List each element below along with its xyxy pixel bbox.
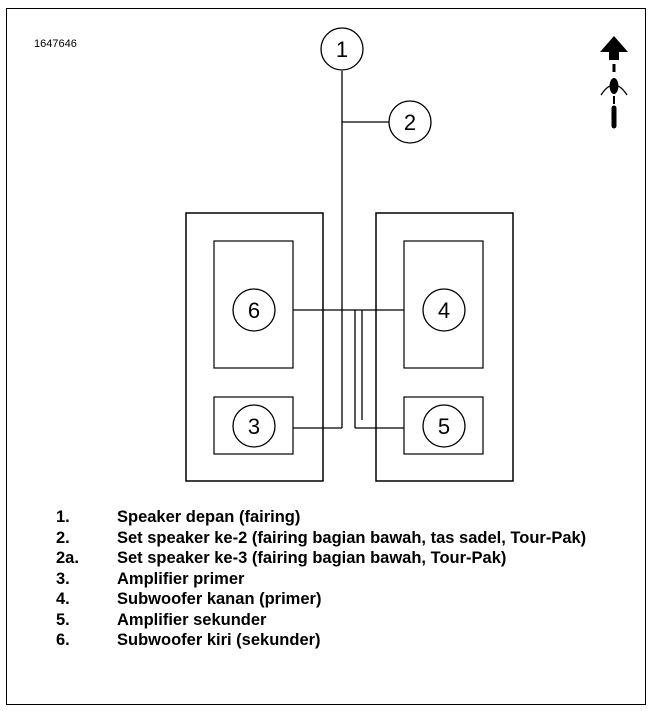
left-cabinet: [185, 212, 324, 482]
figure-id: 1647646: [34, 38, 77, 50]
wiring-diagram: 1 2 6 4 3 5: [185, 27, 628, 482]
legend-label: Amplifier sekunder: [117, 610, 267, 629]
legend-number: 4.: [56, 590, 70, 608]
legend-item: 3. Amplifier primer: [56, 569, 646, 590]
legend-number: 6.: [56, 631, 70, 649]
callout-1: 1: [320, 27, 364, 71]
svg-text:5: 5: [438, 414, 450, 439]
left-amplifier-box: [213, 396, 294, 455]
callout-2: 2: [388, 100, 432, 144]
legend: 1. Speaker depan (fairing) 2. Set speake…: [56, 507, 646, 651]
svg-text:6: 6: [248, 298, 260, 323]
legend-label: Speaker depan (fairing): [117, 508, 301, 526]
legend-item: 4. Subwoofer kanan (primer): [56, 589, 646, 610]
legend-label: Amplifier primer: [117, 569, 245, 588]
legend-number: 2.: [56, 528, 70, 547]
right-subwoofer-box: [403, 240, 484, 369]
svg-text:3: 3: [248, 414, 260, 439]
callout-3: 3: [232, 404, 276, 448]
legend-item: 5. Amplifier sekunder: [56, 610, 646, 631]
legend-label: Set speaker ke-3 (fairing bagian bawah, …: [117, 549, 507, 567]
wiring-lines: [293, 71, 404, 429]
legend-label: Subwoofer kiri (sekunder): [117, 631, 321, 649]
svg-text:1: 1: [336, 37, 348, 62]
legend-label: Set speaker ke-2 (fairing bagian bawah, …: [117, 528, 587, 547]
legend-number: 1.: [56, 508, 70, 526]
callout-5: 5: [422, 404, 466, 448]
legend-number: 5.: [56, 610, 70, 629]
legend-number: 3.: [56, 569, 70, 588]
legend-label: Subwoofer kanan (primer): [117, 590, 322, 608]
legend-item: 6. Subwoofer kiri (sekunder): [56, 630, 646, 651]
legend-item: 2a. Set speaker ke-3 (fairing bagian baw…: [56, 548, 646, 569]
left-subwoofer-box: [213, 240, 294, 369]
svg-text:2: 2: [404, 110, 416, 135]
callout-6: 6: [232, 288, 276, 332]
forward-arrow-rider-icon: [600, 36, 628, 129]
legend-number: 2a.: [56, 549, 79, 567]
legend-item: 1. Speaker depan (fairing): [56, 507, 646, 528]
svg-text:4: 4: [438, 298, 450, 323]
callout-4: 4: [422, 288, 466, 332]
legend-item: 2. Set speaker ke-2 (fairing bagian bawa…: [56, 528, 646, 549]
figure-frame: [6, 8, 646, 705]
right-amplifier-box: [403, 396, 484, 455]
right-cabinet: [375, 212, 514, 482]
